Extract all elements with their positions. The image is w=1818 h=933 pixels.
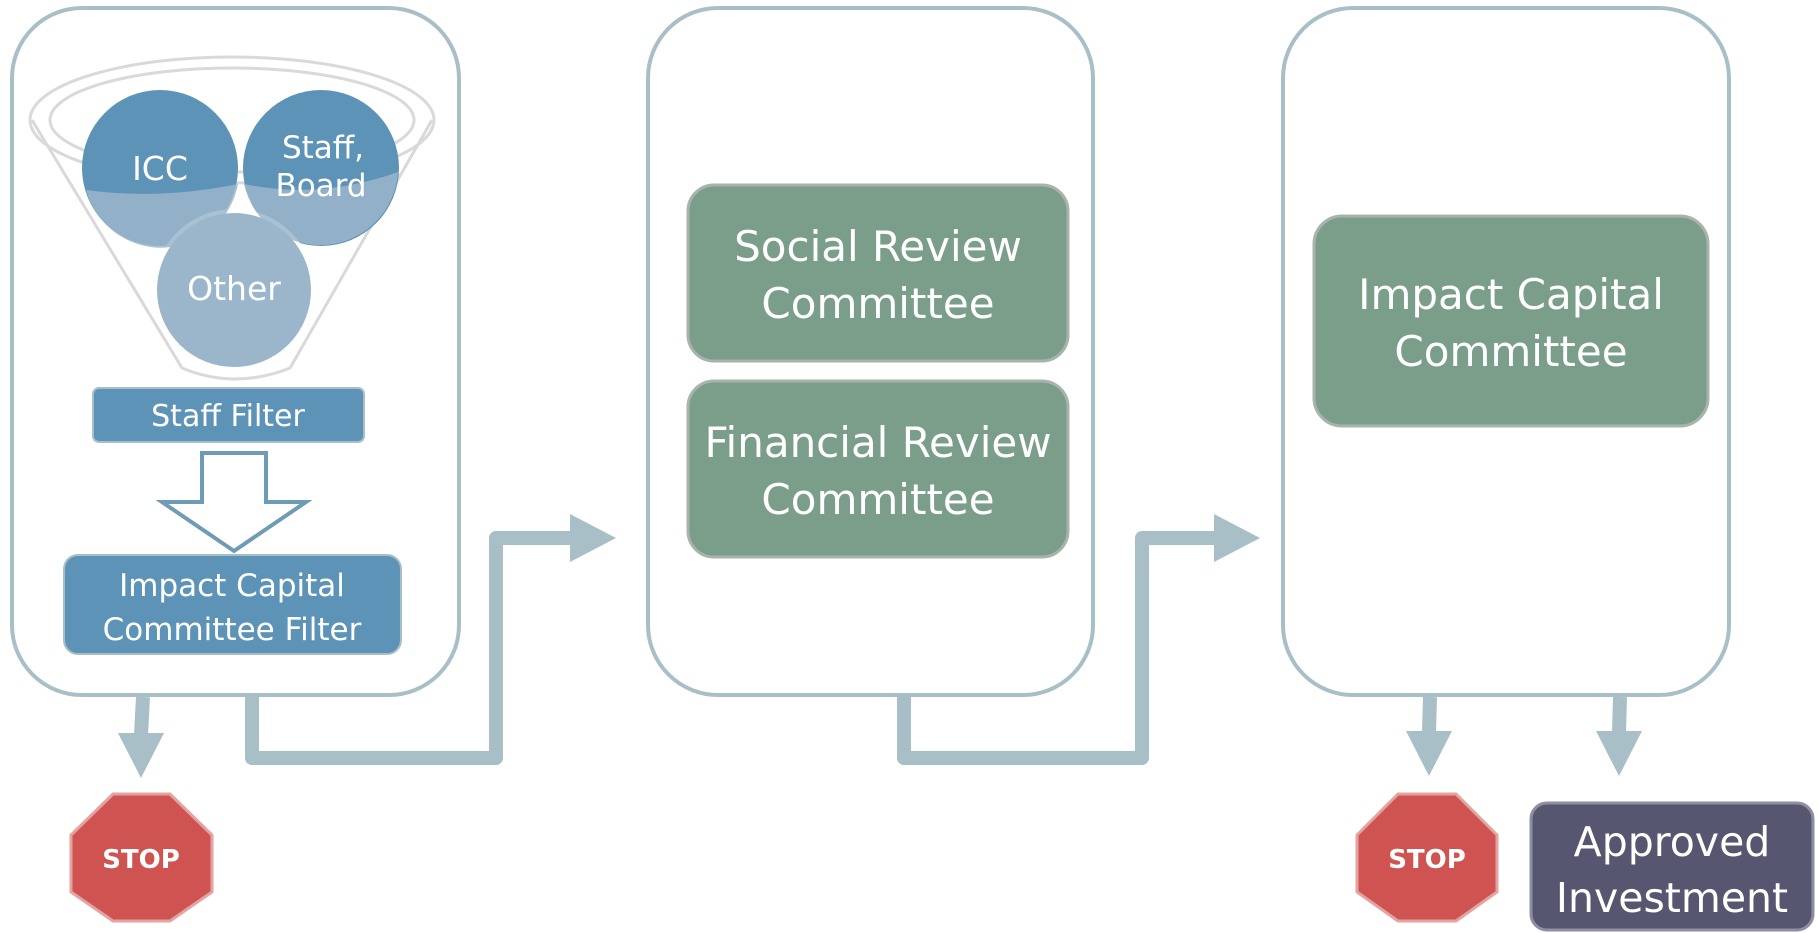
- approved-investment-rect: [1529, 801, 1815, 932]
- impact-capital-label-line1: Impact Capital: [1358, 270, 1664, 319]
- connector-stage2-to-stage3-head: [1214, 514, 1260, 562]
- impact-capital-label-line2: Committee: [1394, 327, 1627, 376]
- icc-filter-label-line1: Impact Capital: [119, 568, 345, 604]
- connector-stage1-to-stop-shaft: [134, 696, 150, 736]
- connectors: [118, 514, 1642, 778]
- connector-stage3-to-stop-shaft: [1422, 696, 1437, 734]
- stop-sign-1-label: STOP: [102, 845, 180, 875]
- icc-filter-box: [63, 554, 402, 655]
- approved-label-line2: Investment: [1556, 874, 1788, 922]
- financial-review-label-line1: Financial Review: [704, 418, 1051, 467]
- stop-sign-2-label: STOP: [1388, 845, 1466, 875]
- stop-sign-1-octagon: [69, 792, 214, 923]
- staff-filter-box: [92, 387, 365, 443]
- financial-review-committee-box: [686, 379, 1070, 559]
- approved-investment-box: Approved Investment: [1529, 801, 1815, 932]
- connector-stage2-to-stage3-line: [897, 531, 1220, 765]
- staff-circle-label-line2: Board: [275, 168, 366, 204]
- staff-circle-label-line1: Staff,: [282, 130, 364, 166]
- financial-review-label-line2: Committee: [761, 475, 994, 524]
- stop-sign-2-octagon: [1355, 792, 1499, 923]
- impact-capital-committee-box: [1312, 214, 1710, 428]
- other-circle: [153, 209, 315, 371]
- icc-circle-lower-tint: [86, 184, 238, 248]
- connector-stage1-to-stage2-line: [245, 531, 575, 765]
- filter-down-arrow-icon: [155, 451, 313, 554]
- connector-stage3-to-approved-shaft: [1612, 696, 1627, 734]
- social-review-label-line2: Committee: [761, 279, 994, 328]
- social-review-label-line1: Social Review: [734, 222, 1022, 271]
- stop-sign-2: STOP: [1355, 792, 1499, 923]
- connector-stage3-to-approved-head: [1596, 731, 1642, 776]
- approved-label-line1: Approved: [1574, 818, 1771, 866]
- staff-filter-label: Staff Filter: [151, 399, 305, 434]
- stop-sign-1: STOP: [69, 792, 214, 923]
- connector-stage3-to-stop-head: [1406, 731, 1452, 776]
- funnel-body: [30, 119, 434, 381]
- icc-filter-label-line2: Committee Filter: [103, 612, 362, 648]
- icc-circle-label: ICC: [132, 149, 188, 188]
- social-review-committee-box: [686, 183, 1070, 363]
- connector-stage1-to-stage2-head: [570, 514, 616, 562]
- funnel-graphic: ICC Staff, Board Other: [28, 55, 436, 381]
- staff-circle-lower-tint: [244, 172, 398, 246]
- other-circle-label: Other: [187, 269, 281, 308]
- connector-stage1-to-stop-head: [118, 733, 164, 778]
